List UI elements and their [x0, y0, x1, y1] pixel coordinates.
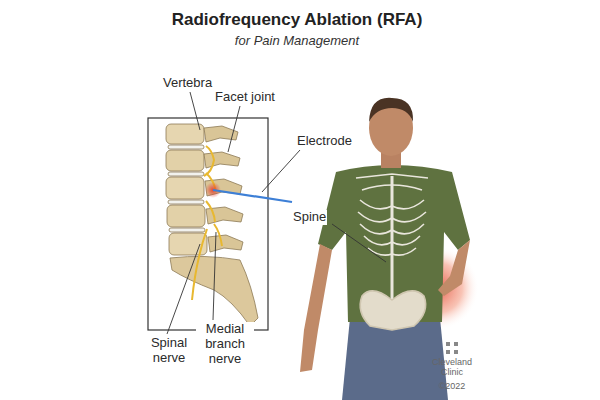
title: Radiofrequency Ablation (RFA) [0, 10, 597, 30]
inset-frame [148, 118, 268, 330]
electrode-needle [213, 190, 292, 202]
part-label: Vertebra [162, 76, 213, 91]
leader-lines [167, 92, 386, 334]
spine-model [166, 124, 258, 326]
subtitle: for Pain Management [0, 34, 597, 49]
skeleton-overlay [356, 174, 428, 330]
part-label: Spinal nerve [142, 336, 196, 366]
part-label: Medial branch nerve [196, 322, 254, 367]
part-label: Spine [292, 210, 327, 225]
logo-text: Cleveland Clinic [426, 358, 478, 378]
part-label: Facet joint [214, 90, 276, 105]
copyright: ©2022 [426, 381, 478, 391]
clinic-logo [446, 342, 458, 354]
part-label: Electrode [296, 134, 353, 149]
nerve-lines [192, 146, 222, 300]
